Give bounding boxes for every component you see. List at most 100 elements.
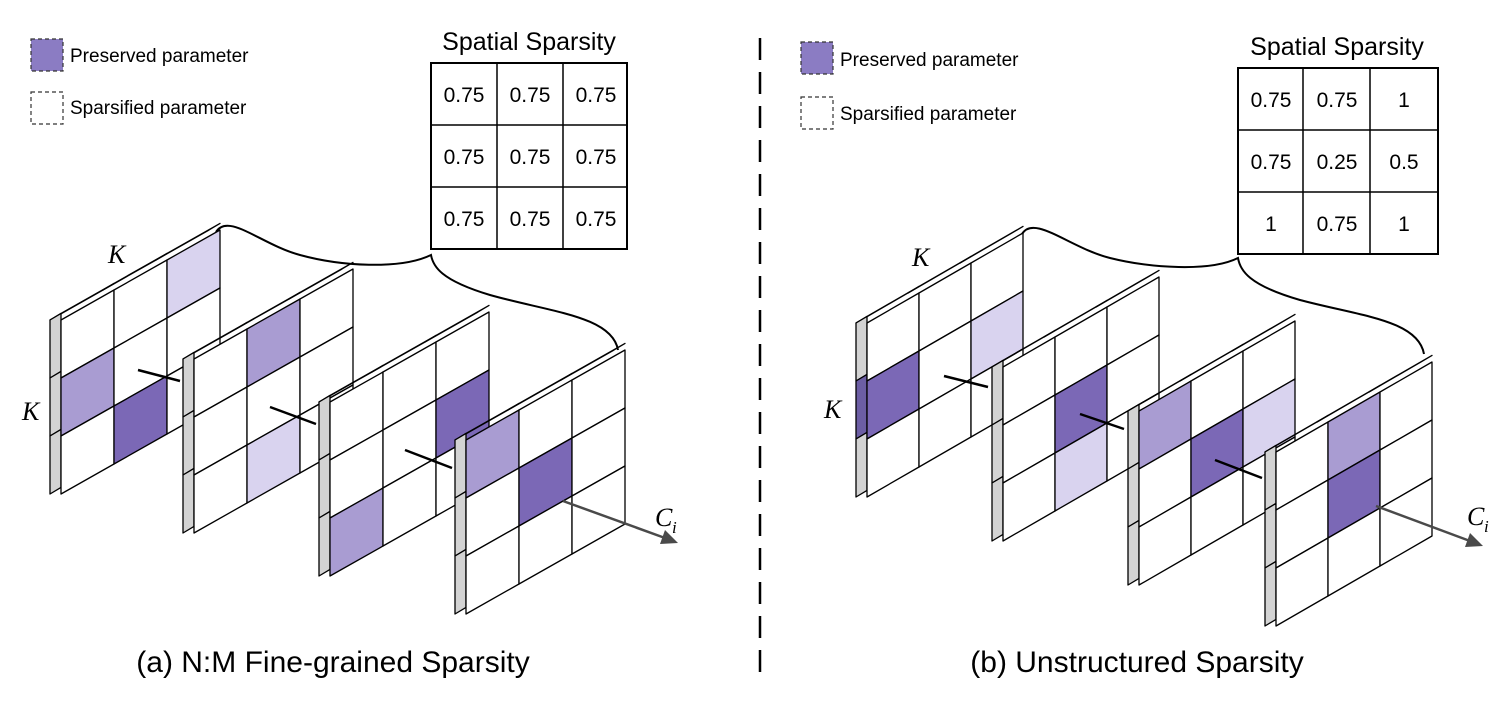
kernel-edge-side bbox=[855, 373, 868, 440]
table-cell-a: 0.75 bbox=[510, 146, 551, 169]
kernel-edge-side bbox=[182, 467, 195, 534]
table-cell-b: 0.75 bbox=[1251, 151, 1292, 174]
k-label-top-a: K bbox=[107, 240, 127, 269]
sparsified-label-b: Sparsified parameter bbox=[840, 104, 1017, 125]
kernel-edge-side bbox=[49, 312, 62, 379]
preserved-label-b: Preserved parameter bbox=[840, 50, 1019, 71]
brace-b bbox=[1021, 226, 1425, 355]
kernel-edge-side bbox=[991, 359, 1004, 426]
panel-b: Preserved parameter Sparsified parameter… bbox=[800, 33, 1489, 679]
spatial-sparsity-table-a: Spatial Sparsity 0.75 0.75 0.75 0.75 0.7… bbox=[430, 28, 628, 250]
kernel bbox=[137, 261, 354, 534]
sparsified-label-a: Sparsified parameter bbox=[70, 98, 247, 119]
kernel-connector bbox=[269, 405, 317, 426]
table-cell-a: 0.75 bbox=[444, 208, 485, 231]
kernel-edge-top bbox=[155, 222, 221, 261]
kernel-edge-side bbox=[855, 431, 868, 498]
axis-label-b: C bbox=[1467, 502, 1485, 531]
kernel-edge-top bbox=[424, 304, 490, 343]
table-cell-b: 0.25 bbox=[1317, 151, 1358, 174]
table-cell-b: 0.75 bbox=[1251, 89, 1292, 112]
kernel-edge-side bbox=[1264, 502, 1277, 569]
kernel bbox=[943, 269, 1160, 542]
spatial-sparsity-table-b: Spatial Sparsity 0.75 0.75 1 0.75 0.25 0… bbox=[1237, 33, 1439, 255]
legend-a: Preserved parameter Sparsified parameter bbox=[30, 38, 249, 125]
table-cell-b: 1 bbox=[1398, 213, 1410, 236]
kernel-edge-side bbox=[1127, 519, 1140, 586]
kernel-connector bbox=[1214, 458, 1263, 480]
kernel-edge-side bbox=[454, 548, 467, 615]
kernel-edge-side bbox=[991, 475, 1004, 542]
kernel-edge-top bbox=[1368, 354, 1433, 393]
table-cell-a: 0.75 bbox=[444, 84, 485, 107]
table-cell-b: 0.75 bbox=[1317, 213, 1358, 236]
kernel-connector bbox=[943, 374, 989, 389]
kernel-edge-side bbox=[318, 394, 331, 461]
table-cell-a: 0.75 bbox=[510, 84, 551, 107]
k-label-side-a: K bbox=[21, 397, 41, 426]
kernel-edge-side bbox=[855, 315, 868, 382]
table-cell-b: 0.75 bbox=[1317, 89, 1358, 112]
kernel-edge-side bbox=[182, 409, 195, 476]
kernel-edge-side bbox=[454, 432, 467, 499]
table-cell-a: 0.75 bbox=[576, 84, 617, 107]
kernel-edge-side bbox=[1264, 444, 1277, 511]
axis-label-a: C bbox=[655, 503, 673, 532]
kernel-edge-top bbox=[1231, 313, 1296, 352]
kernel-connector bbox=[137, 368, 181, 383]
kernel-stack-b bbox=[855, 225, 1433, 627]
kernel-edge-side bbox=[1127, 461, 1140, 528]
table-cell-a: 0.75 bbox=[510, 208, 551, 231]
axis-arrowhead-a bbox=[660, 530, 678, 544]
axis-subscript-a: i bbox=[672, 518, 677, 537]
table-cell-a: 0.75 bbox=[444, 146, 485, 169]
caption-b: (b) Unstructured Sparsity bbox=[970, 646, 1303, 679]
k-label-top-b: K bbox=[911, 243, 931, 272]
table-cell-b: 1 bbox=[1398, 89, 1410, 112]
kernel-edge-side bbox=[49, 370, 62, 437]
table-frame-b bbox=[1237, 67, 1439, 255]
kernel-edge-side bbox=[318, 452, 331, 519]
table-cell-b: 0.5 bbox=[1389, 151, 1418, 174]
caption-a: (a) N:M Fine-grained Sparsity bbox=[136, 646, 529, 679]
kernel bbox=[1214, 354, 1433, 627]
axis-line-b bbox=[1375, 504, 1471, 543]
kernel bbox=[269, 304, 490, 577]
kernel-edge-side bbox=[991, 417, 1004, 484]
kernel-cell bbox=[1379, 477, 1433, 567]
legend-b: Preserved parameter Sparsified parameter bbox=[800, 41, 1019, 130]
axis-line-a bbox=[562, 499, 666, 540]
kernel-edge-side bbox=[1264, 560, 1277, 627]
brace-a bbox=[215, 224, 619, 351]
kernel-edge-side bbox=[318, 510, 331, 577]
preserved-label-a: Preserved parameter bbox=[70, 46, 249, 67]
kernel-edge-top bbox=[288, 261, 354, 300]
table-cell-a: 0.75 bbox=[576, 146, 617, 169]
channel-axis-a: C i bbox=[562, 499, 678, 544]
kernel-stack-a bbox=[49, 222, 626, 615]
kernel-edge-side bbox=[182, 351, 195, 418]
kernel-edge-top bbox=[560, 342, 626, 381]
kernel-edge-side bbox=[1127, 403, 1140, 470]
kernel-edge-side bbox=[454, 490, 467, 557]
panel-a: Preserved parameter Sparsified parameter… bbox=[21, 28, 678, 679]
sparsified-swatch-a bbox=[30, 91, 64, 125]
table-frame-a bbox=[430, 62, 628, 250]
kernel-edge-top bbox=[959, 225, 1024, 264]
sparsified-swatch-b bbox=[800, 96, 834, 130]
table-title-a: Spatial Sparsity bbox=[442, 28, 616, 56]
preserved-swatch-a bbox=[30, 38, 64, 72]
axis-subscript-b: i bbox=[1484, 517, 1489, 536]
table-title-b: Spatial Sparsity bbox=[1250, 33, 1424, 61]
kernel-connector bbox=[404, 448, 453, 470]
kernel-edge-top bbox=[1095, 269, 1160, 308]
table-cell-a: 0.75 bbox=[576, 208, 617, 231]
axis-arrowhead-b bbox=[1465, 533, 1483, 547]
k-label-side-b: K bbox=[823, 395, 843, 424]
channel-axis-b: C i bbox=[1375, 502, 1489, 547]
table-cell-b: 1 bbox=[1265, 213, 1277, 236]
kernel-edge-side bbox=[49, 428, 62, 495]
preserved-swatch-b bbox=[800, 41, 834, 75]
